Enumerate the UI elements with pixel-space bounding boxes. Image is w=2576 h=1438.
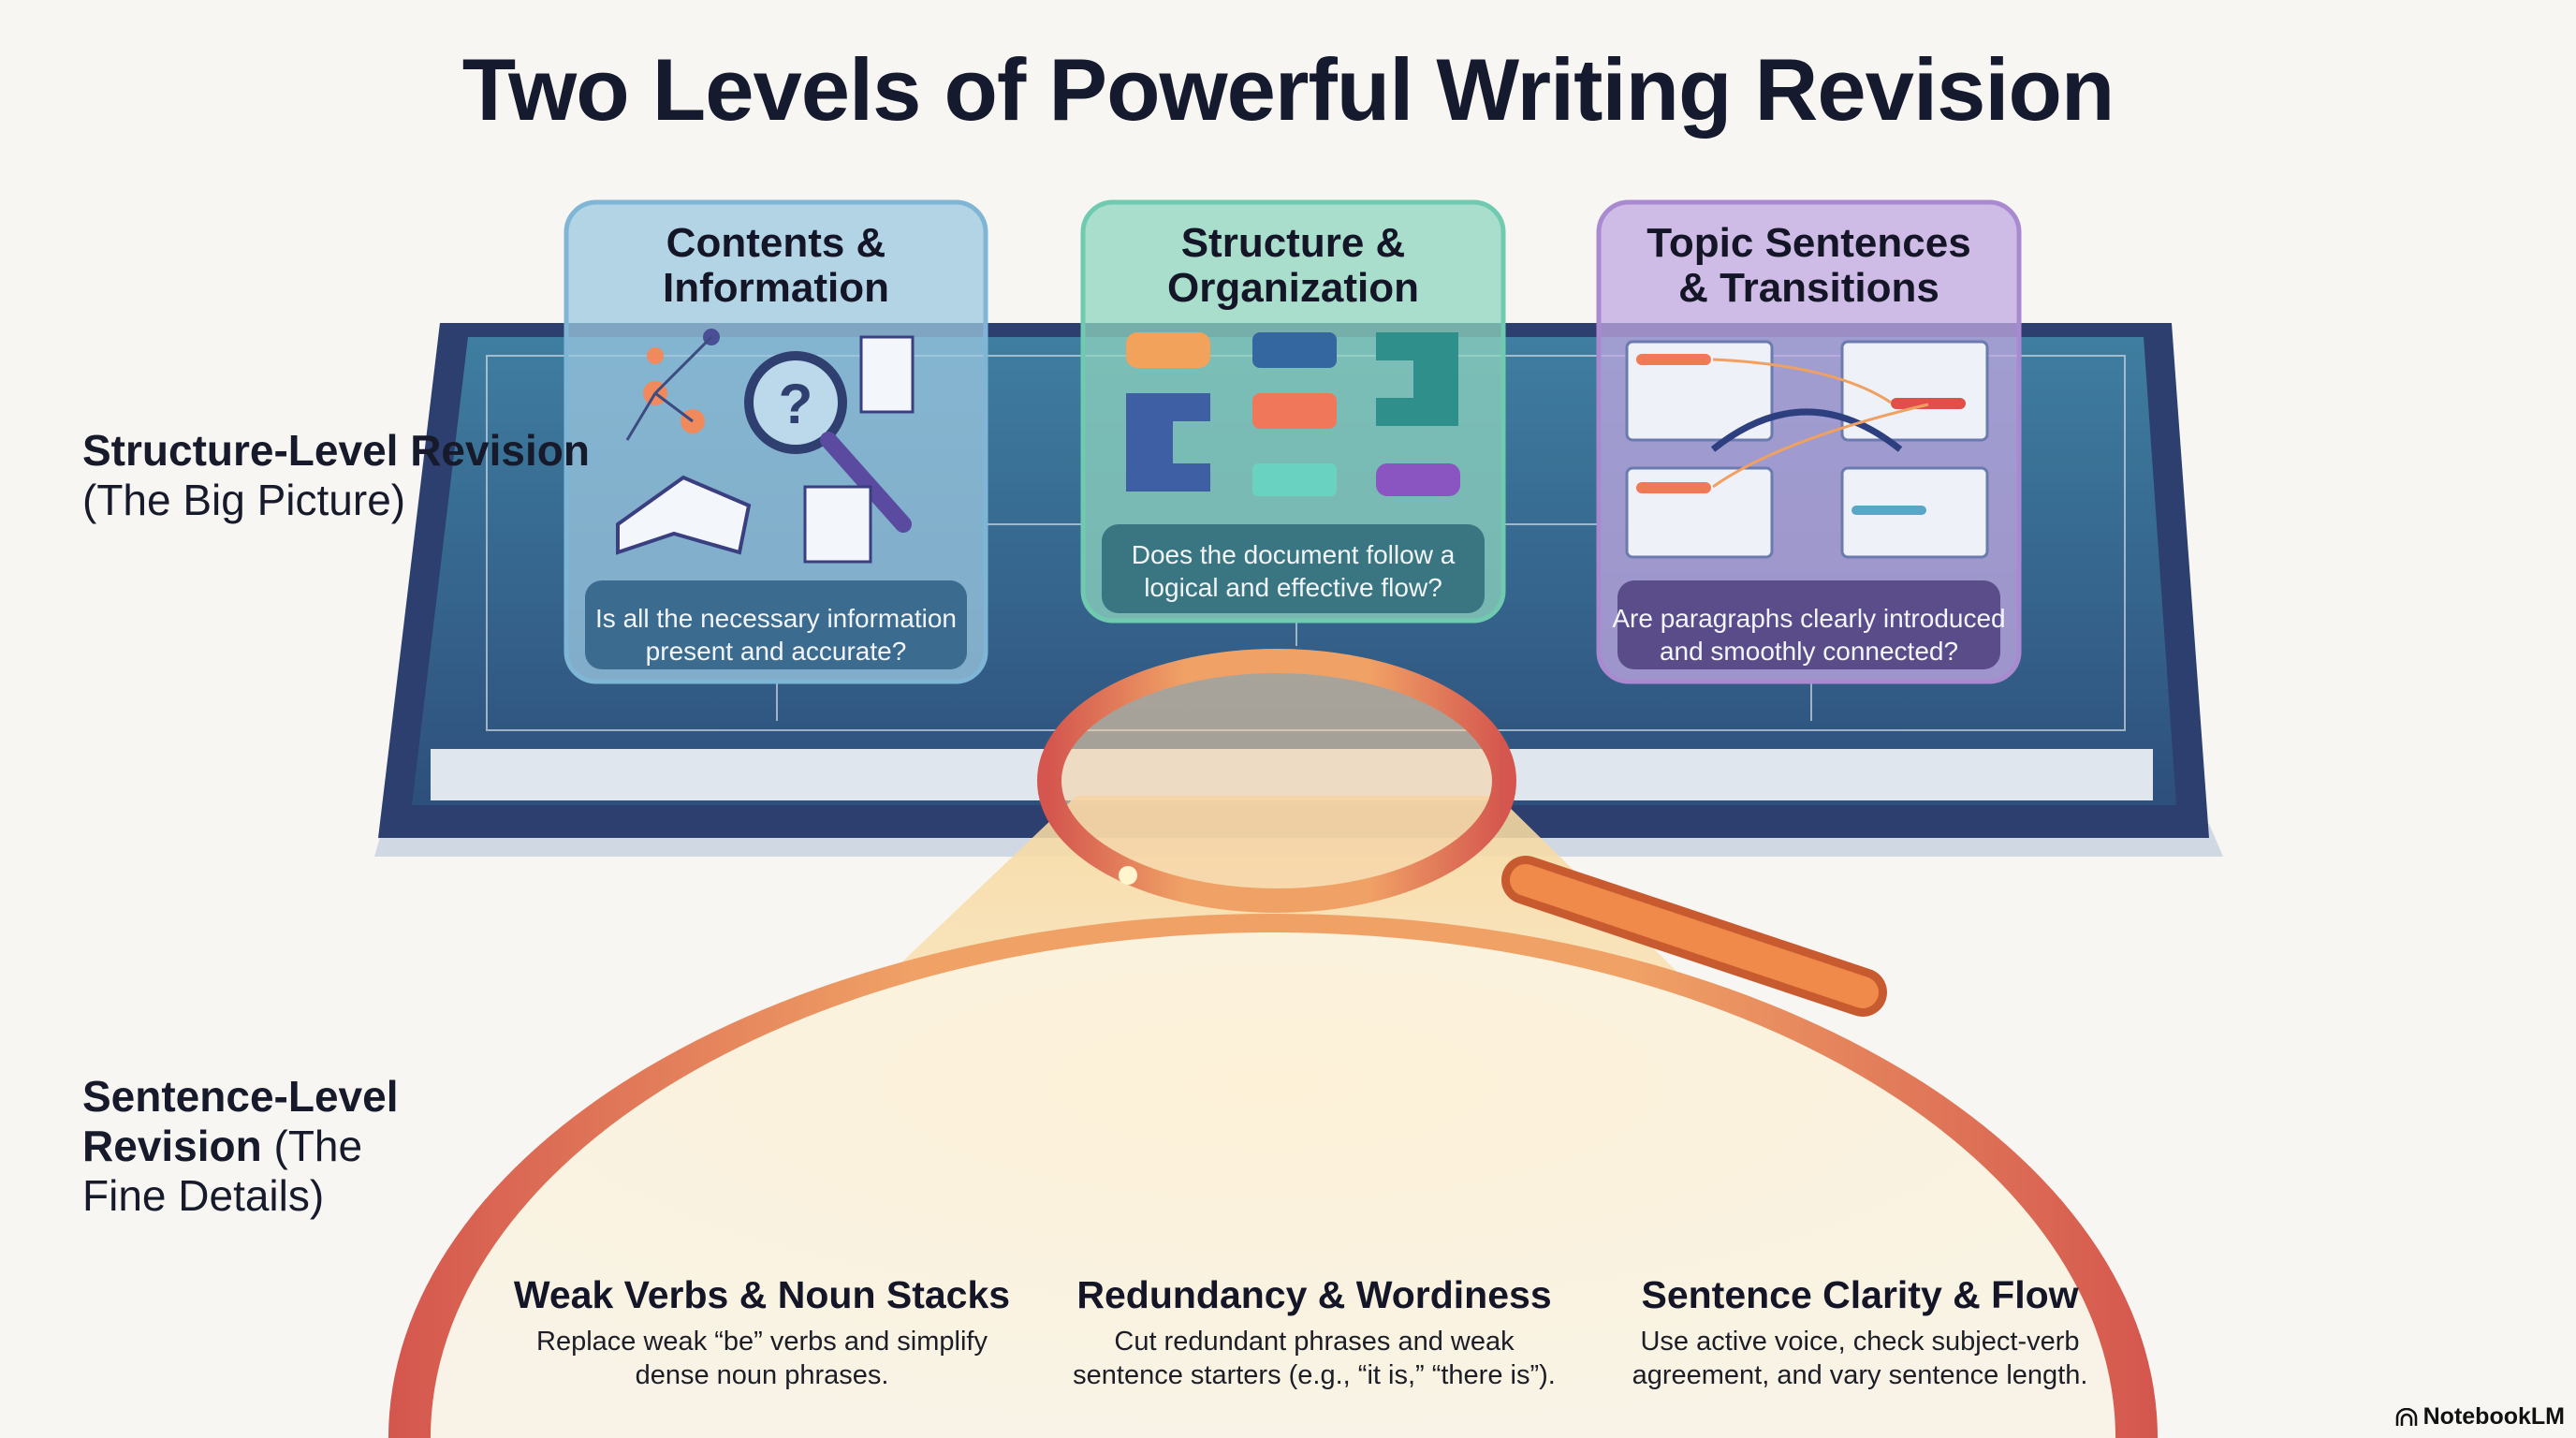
svg-text:?: ? (779, 373, 813, 435)
page-title: Two Levels of Powerful Writing Revision (461, 40, 2115, 139)
structure-level-subtitle: (The Big Picture) (82, 476, 406, 524)
card-contents-question: Is all the necessary information present… (566, 602, 986, 668)
sentence-item-desc: agreement, and vary sentence length. (1632, 1360, 2088, 1390)
sentence-level-subtitle-1: (The (261, 1122, 363, 1170)
card-question-line: Is all the necessary information (595, 604, 957, 633)
sentence-item-desc: sentence starters (e.g., “it is,” “there… (1073, 1360, 1556, 1390)
sentence-item-heading: Weak Verbs & Noun Stacks (513, 1273, 1011, 1316)
card-topic-question: Are paragraphs clearly introduced and sm… (1599, 602, 2019, 668)
sentence-item-desc: Replace weak “be” verbs and simplify (536, 1327, 988, 1357)
card-structure-question: Does the document follow a logical and e… (1083, 538, 1503, 604)
card-question-line: present and accurate? (645, 637, 907, 666)
research-icon: ? (616, 329, 915, 564)
card-title-line: Topic Sentences (1647, 220, 1971, 266)
sentence-level-heading-2: Revision (82, 1122, 262, 1170)
card-question-line: logical and effective flow? (1144, 573, 1442, 602)
sentence-item-desc: Cut redundant phrases and weak (1114, 1327, 1515, 1357)
sentence-item-clarity: Sentence Clarity & Flow Use active voice… (1560, 1273, 2159, 1392)
card-question-line: Are paragraphs clearly introduced (1612, 604, 2006, 633)
sentence-item-heading: Sentence Clarity & Flow (1641, 1273, 2079, 1316)
big-lens-glass (431, 932, 2115, 1438)
paragraph-bridge-icon (1625, 340, 1989, 559)
card-title-line: Organization (1167, 265, 1419, 311)
notebooklm-brand: NotebookLM (2395, 1403, 2565, 1431)
structure-level-heading: Structure-Level Revision (82, 426, 590, 475)
sentence-level-subtitle-2: Fine Details) (82, 1171, 325, 1220)
card-contents-title: Contents & Information (566, 221, 986, 311)
sentence-level-label: Sentence-Level Revision (The Fine Detail… (82, 1072, 398, 1221)
brand-label: NotebookLM (2422, 1403, 2565, 1430)
sentence-item-desc: dense noun phrases. (635, 1360, 889, 1390)
card-structure-title: Structure & Organization (1083, 221, 1503, 311)
card-title-line: & Transitions (1678, 265, 1939, 311)
sentence-level-heading-1: Sentence-Level (82, 1072, 399, 1121)
card-topic-title: Topic Sentences & Transitions (1599, 221, 2019, 311)
card-title-line: Structure & (1180, 220, 1406, 266)
sentence-item-weak-verbs: Weak Verbs & Noun Stacks Replace weak “b… (462, 1273, 1061, 1392)
organization-blocks-icon (1126, 332, 1460, 496)
notebooklm-logo-icon (2395, 1407, 2417, 1426)
card-title-line: Contents & (666, 220, 886, 266)
card-title-line: Information (663, 265, 889, 311)
card-question-line: Does the document follow a (1131, 540, 1456, 569)
sentence-item-desc: Use active voice, check subject-verb (1640, 1327, 2080, 1357)
structure-level-label: Structure-Level Revision (The Big Pictur… (82, 426, 590, 525)
card-question-line: and smoothly connected? (1659, 637, 1959, 666)
sentence-item-redundancy: Redundancy & Wordiness Cut redundant phr… (1015, 1273, 1614, 1392)
sentence-item-heading: Redundancy & Wordiness (1076, 1273, 1552, 1316)
magnifying-glass-icon (1037, 649, 1887, 1017)
